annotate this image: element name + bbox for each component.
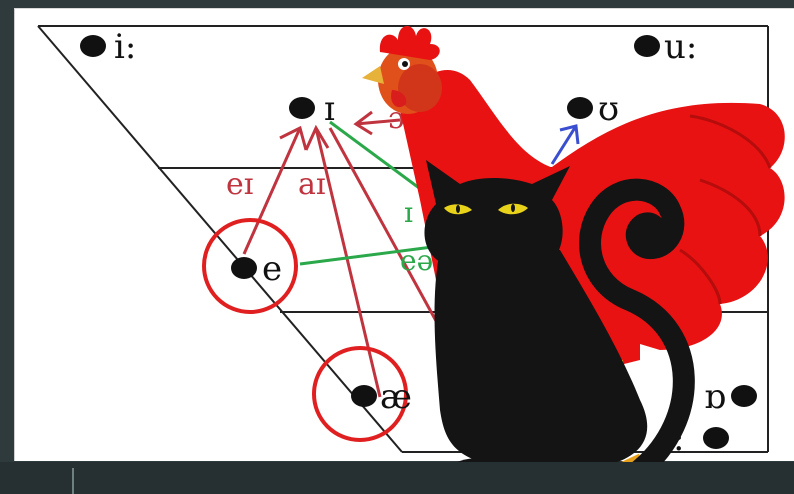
vowel-o-short: ɒ [704, 377, 726, 417]
red-diphthong-arrows [242, 110, 454, 398]
vowel-e: e [262, 249, 282, 289]
diphthong-ei: eɪ [226, 167, 253, 202]
vowel-dots [80, 35, 757, 449]
vowel-u-short: ʊ [598, 89, 619, 129]
vowel-i-short: ɪ [324, 89, 335, 129]
vowel-i-long: i: [114, 27, 136, 67]
blue-arrow [550, 124, 580, 165]
diphthong-ai: aɪ [298, 167, 325, 202]
black-cat-illustration [424, 160, 695, 481]
circle-e [202, 218, 298, 314]
bottom-bar [0, 462, 794, 494]
diphthong-ea: eə [400, 244, 433, 277]
bottom-bar-divider [72, 468, 74, 494]
circle-ae [312, 346, 408, 442]
vowel-u-long: u: [664, 27, 697, 67]
vowel-ae: æ [380, 377, 412, 417]
green-diphthong-lines [299, 120, 441, 266]
diphthong-ie: ɪ [404, 196, 413, 229]
